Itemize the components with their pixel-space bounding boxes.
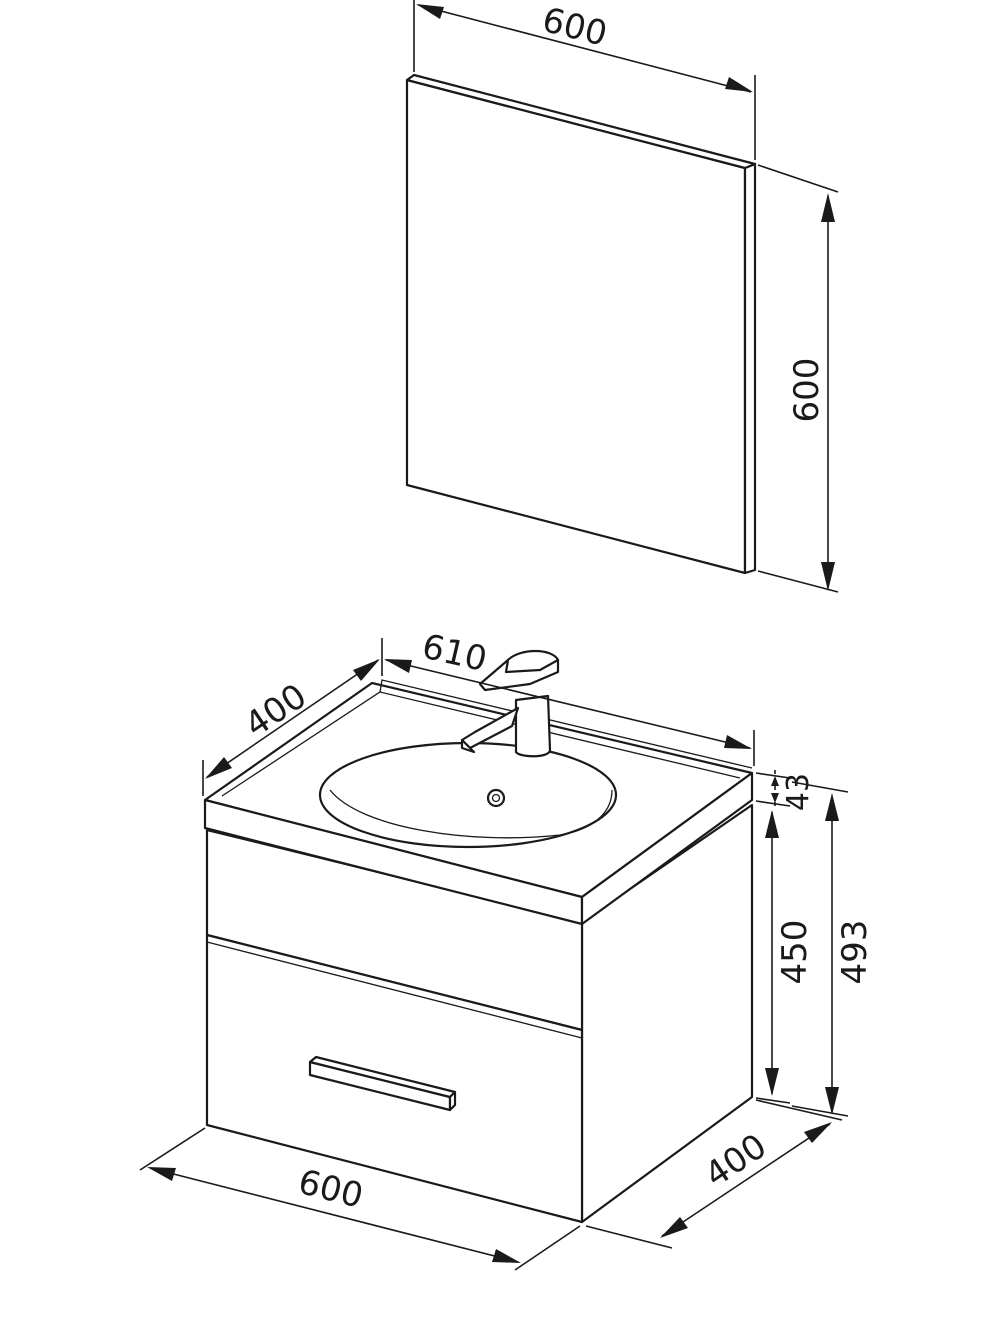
mirror bbox=[405, 73, 757, 575]
basin-thickness-label: 43 bbox=[781, 773, 816, 811]
dimension-line bbox=[385, 659, 751, 749]
extension-line bbox=[757, 570, 839, 593]
arrow-head bbox=[353, 659, 380, 681]
body-height-label: 450 bbox=[775, 920, 815, 985]
drain-hole-icon bbox=[486, 788, 506, 808]
extension-line bbox=[755, 1099, 843, 1121]
mirror-width-label: 600 bbox=[538, 0, 611, 55]
arrow-head bbox=[765, 810, 779, 838]
drawer-gap-line bbox=[206, 941, 583, 1039]
extension-line bbox=[514, 1225, 581, 1271]
mirror-side-edge bbox=[743, 162, 757, 575]
mirror-top-edge bbox=[405, 73, 757, 170]
dimension-line bbox=[149, 1167, 519, 1263]
arrow-head bbox=[821, 193, 835, 222]
total-height-dimension: 493 bbox=[791, 781, 875, 1117]
arrow-head bbox=[804, 1122, 832, 1143]
dimension-line bbox=[206, 659, 379, 778]
arrow-head bbox=[384, 659, 412, 673]
arrow-head bbox=[771, 793, 779, 803]
total-height-label: 493 bbox=[835, 920, 875, 985]
extension-line bbox=[755, 1097, 791, 1104]
arrow-head bbox=[416, 4, 444, 19]
arrow-head bbox=[765, 1068, 779, 1096]
body-width-dimension: 600 bbox=[139, 1127, 581, 1271]
arrow-head bbox=[825, 1087, 839, 1115]
countertop-back-rim bbox=[379, 679, 753, 769]
extension-line bbox=[791, 1105, 849, 1117]
faucet-icon bbox=[460, 649, 560, 758]
drawer-handle bbox=[308, 1055, 457, 1112]
body-height-dimension: 450 bbox=[755, 810, 815, 1104]
extension-line bbox=[585, 1225, 673, 1249]
extension-line bbox=[139, 1127, 206, 1171]
arrow-head bbox=[660, 1217, 688, 1238]
mirror-height-dimension: 600 bbox=[757, 164, 839, 593]
basin-countertop-side bbox=[580, 771, 754, 926]
extension-line bbox=[757, 164, 839, 193]
arrow-head bbox=[147, 1167, 176, 1181]
extension-line bbox=[755, 772, 791, 779]
extension-line bbox=[755, 800, 791, 807]
arrow-head bbox=[492, 1249, 521, 1263]
basin-width-label: 610 bbox=[418, 626, 490, 680]
arrow-head bbox=[771, 776, 779, 786]
basin-width-dimension: 610 bbox=[381, 626, 755, 766]
mirror-height-label: 600 bbox=[787, 358, 827, 423]
dimension-line bbox=[661, 1123, 831, 1237]
dimension-line bbox=[417, 4, 752, 93]
basin-thickness-dimension: 43 bbox=[755, 770, 816, 811]
arrow-head bbox=[205, 757, 232, 779]
arrow-head bbox=[825, 793, 839, 821]
vanity-cabinet bbox=[203, 649, 754, 1224]
sink-bowl bbox=[318, 741, 618, 849]
arrow-head bbox=[724, 735, 752, 749]
body-depth-label: 400 bbox=[698, 1126, 774, 1195]
arrow-head bbox=[725, 77, 753, 92]
extension-line bbox=[791, 781, 849, 793]
arrow-head bbox=[821, 562, 835, 591]
